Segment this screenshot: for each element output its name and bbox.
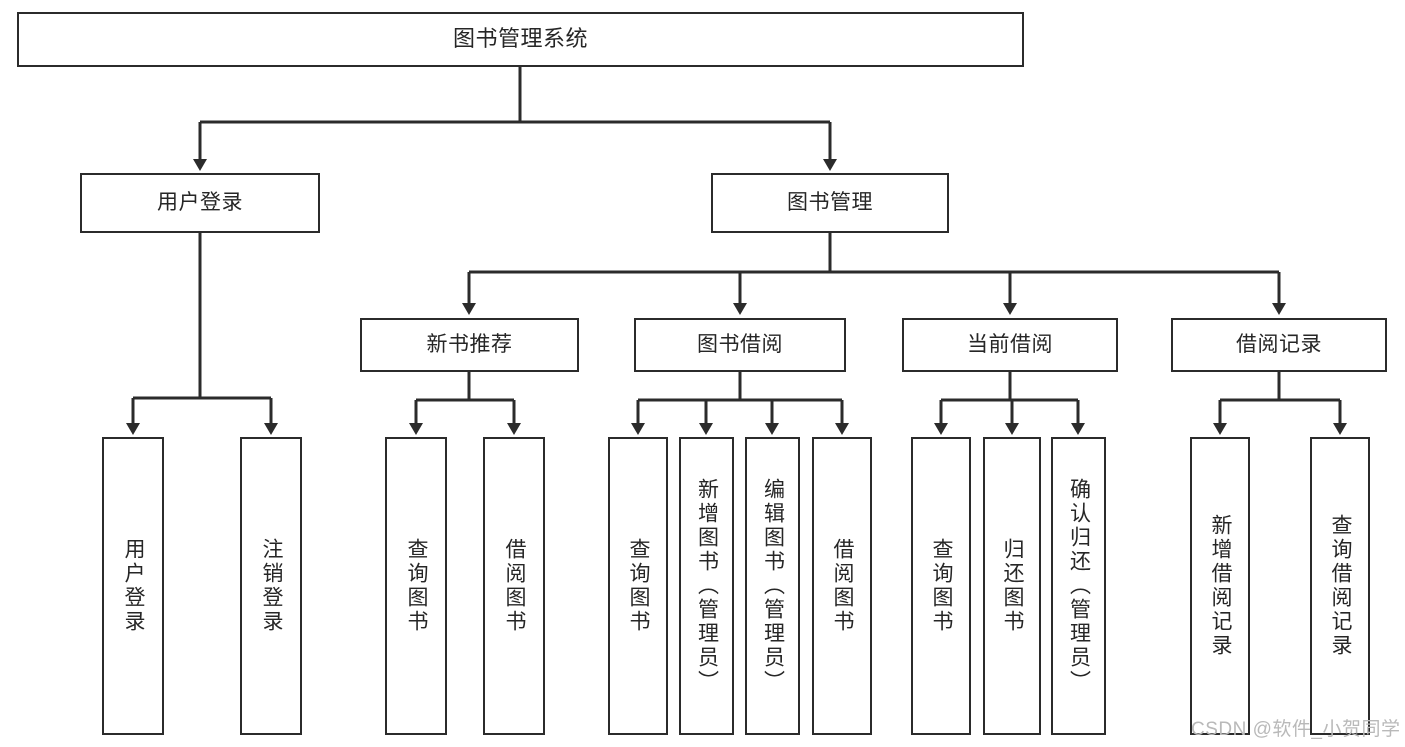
- node-book-borrow[interactable]: 图书借阅: [634, 318, 846, 372]
- node-leaf-logout[interactable]: 注销登录: [240, 437, 302, 735]
- csdn-watermark: CSDN @软件_小贺同学: [1191, 719, 1401, 740]
- node-borrow-record[interactable]: 借阅记录: [1171, 318, 1387, 372]
- node-leaf-edit-book[interactable]: 编辑图书（管理员）: [745, 437, 800, 735]
- node-leaf-add-book[interactable]: 新增图书（管理员）: [679, 437, 734, 735]
- node-leaf-confirm-return[interactable]: 确认归还（管理员）: [1051, 437, 1106, 735]
- node-user-login[interactable]: 用户登录: [80, 173, 320, 233]
- node-book-manage[interactable]: 图书管理: [711, 173, 949, 233]
- node-root[interactable]: 图书管理系统: [17, 12, 1024, 67]
- node-leaf-query-record[interactable]: 查询借阅记录: [1310, 437, 1370, 735]
- node-leaf-user-login[interactable]: 用户登录: [102, 437, 164, 735]
- node-new-book-recommend[interactable]: 新书推荐: [360, 318, 579, 372]
- node-leaf-borrow-book-1[interactable]: 借阅图书: [483, 437, 545, 735]
- node-leaf-query-book-1[interactable]: 查询图书: [385, 437, 447, 735]
- node-leaf-query-book-3[interactable]: 查询图书: [911, 437, 971, 735]
- node-leaf-add-record[interactable]: 新增借阅记录: [1190, 437, 1250, 735]
- node-current-borrow[interactable]: 当前借阅: [902, 318, 1118, 372]
- node-leaf-query-book-2[interactable]: 查询图书: [608, 437, 668, 735]
- node-leaf-borrow-book-2[interactable]: 借阅图书: [812, 437, 872, 735]
- node-leaf-return-book[interactable]: 归还图书: [983, 437, 1041, 735]
